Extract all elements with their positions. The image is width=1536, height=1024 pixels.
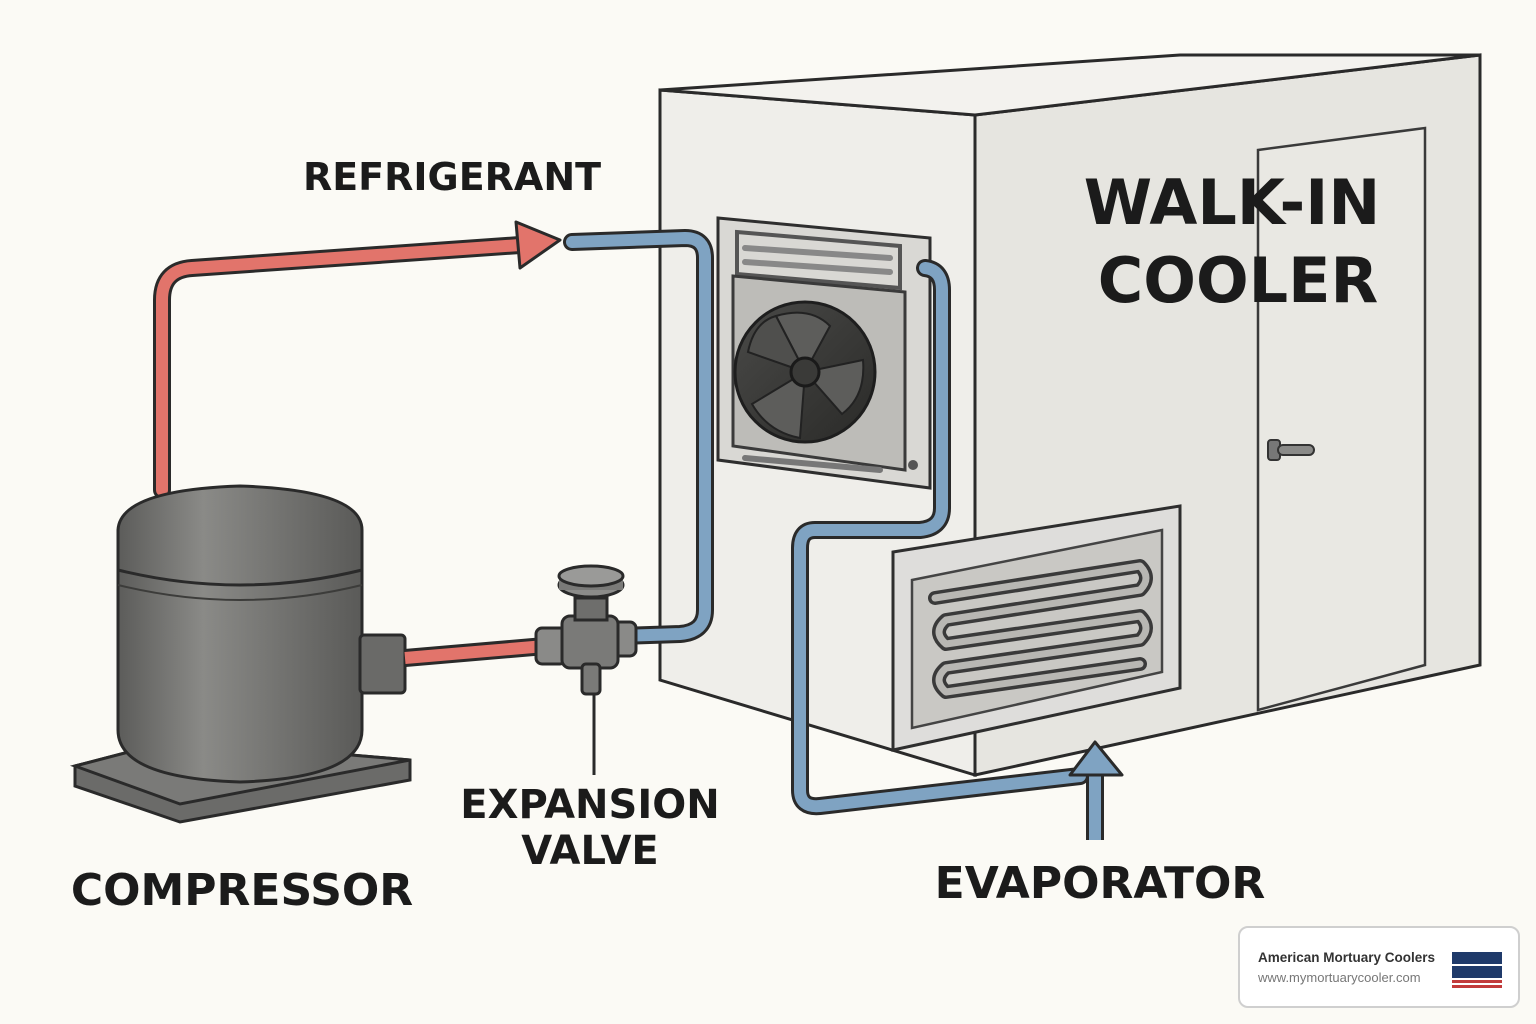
fan-icon <box>733 300 877 444</box>
cooler-door <box>1256 126 1427 712</box>
hot-refrigerant-line <box>153 220 562 499</box>
compressor-label: COMPRESSOR <box>71 865 413 916</box>
refrigerant-label: REFRIGERANT <box>303 155 601 199</box>
condenser-coil-top <box>735 229 902 291</box>
liquid-line <box>404 637 546 667</box>
brand-logo-icon <box>1452 952 1502 988</box>
compressor <box>69 484 412 824</box>
cooler-title-line2: COOLER <box>1098 244 1379 317</box>
evaporator-coil <box>891 504 1182 752</box>
cooler-title-line1: WALK-IN <box>1084 166 1380 239</box>
condenser-unit <box>716 216 932 490</box>
expansion-label-line1: EXPANSION <box>460 782 719 828</box>
watermark-badge: American Mortuary Coolers www.mymortuary… <box>1238 926 1520 1008</box>
watermark-brand: American Mortuary Coolers <box>1258 949 1436 965</box>
watermark-text: American Mortuary Coolers www.mymortuary… <box>1258 950 1444 985</box>
door-handle <box>1267 439 1315 461</box>
refrigerant-arrow-icon <box>514 220 562 270</box>
cold-refrigerant-line <box>563 229 1124 840</box>
cabinet-top-face <box>659 53 1481 117</box>
evaporator-arrow-icon <box>1068 740 1124 777</box>
compressor-outlet <box>358 633 407 695</box>
evaporator-label: EVAPORATOR <box>935 858 1266 909</box>
expansion-valve <box>534 564 638 775</box>
watermark-url: www.mymortuarycooler.com <box>1258 969 1421 985</box>
expansion-label-line2: VALVE <box>521 828 658 874</box>
